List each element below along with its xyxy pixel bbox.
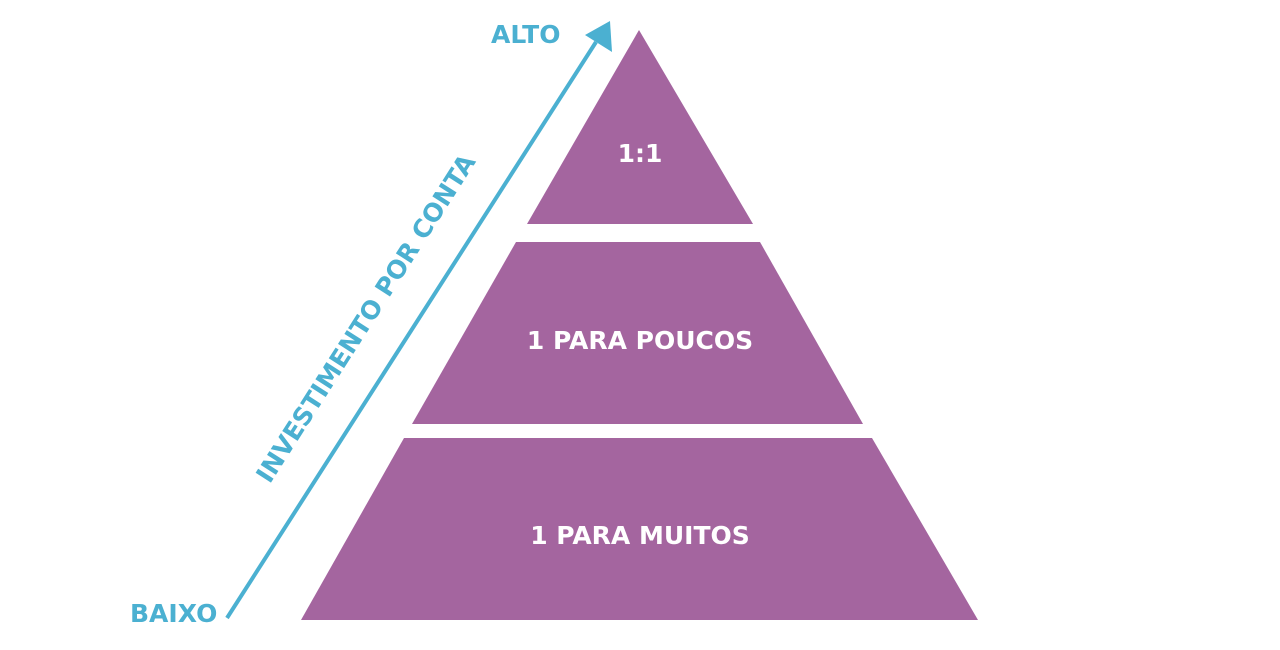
- pyramid-tier-top: [527, 30, 753, 224]
- tier-label-top: 1:1: [618, 139, 663, 168]
- pyramid-tier-bottom: [301, 438, 978, 620]
- axis-title: INVESTIMENTO POR CONTA: [250, 149, 481, 488]
- axis-arrow: [225, 21, 612, 620]
- pyramid-tier-middle: [412, 242, 863, 424]
- axis-low-label: BAIXO: [130, 599, 217, 628]
- pyramid: [301, 30, 978, 620]
- arrow-head-icon: [585, 21, 612, 52]
- tier-label-middle: 1 PARA POUCOS: [527, 326, 753, 355]
- axis-high-label: ALTO: [491, 20, 560, 49]
- tier-label-bottom: 1 PARA MUITOS: [530, 521, 750, 550]
- axis-arrow-shaft: [225, 40, 598, 620]
